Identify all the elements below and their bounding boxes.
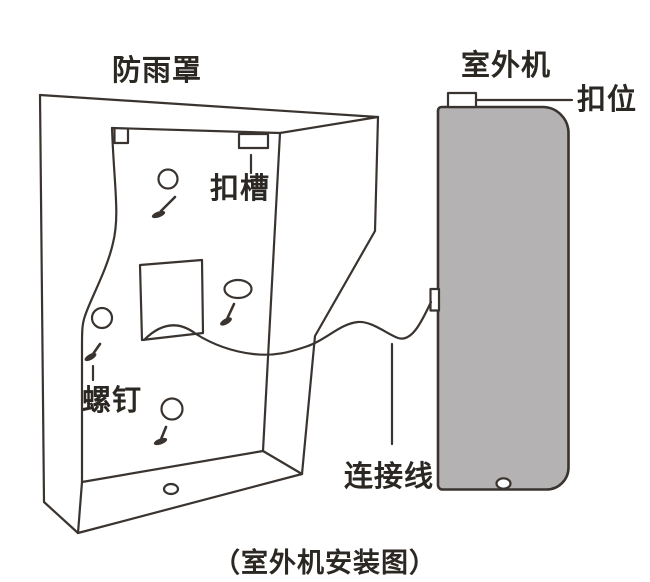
panel-left-curved-edge (76, 126, 118, 535)
buckle-slot (237, 132, 270, 150)
connection-wire-label: 连接线 (344, 459, 435, 493)
panel-corner-edge (261, 449, 304, 476)
screw-hole-oval (223, 278, 253, 300)
outdoor-unit-label: 室外机 (461, 48, 552, 82)
panel-top-edge (110, 126, 282, 135)
outdoor-unit-body (429, 91, 574, 491)
buckle-tab (446, 91, 478, 109)
panel-top-right-edge (278, 115, 380, 135)
corner-notch (113, 127, 130, 145)
screw-holes (90, 168, 253, 496)
wire-entry-tab (429, 287, 441, 312)
screw-icon (84, 342, 102, 362)
outdoor-unit-shape (436, 105, 570, 491)
cover-top-edge (38, 93, 380, 119)
screw-icon (220, 302, 236, 326)
buckle-slot-label: 扣槽 (210, 171, 271, 205)
wire-cutout (138, 258, 205, 342)
screw-label: 螺钉 (82, 383, 143, 417)
screw-icons (84, 195, 236, 446)
rain-cover-outline (38, 93, 380, 535)
diagram-caption: （室外机安装图） (213, 548, 437, 579)
screw-icon (153, 425, 168, 446)
panel-bottom-edge (80, 449, 265, 484)
screw-hole-bottom (160, 397, 184, 421)
panel-right-edge (261, 131, 282, 453)
connection-wire-line (142, 300, 433, 356)
screw-icon (151, 195, 177, 219)
cover-left-bottom-edges (38, 93, 304, 535)
screw-hole-top (157, 168, 179, 190)
buckle-label: 扣位 (577, 82, 638, 116)
screw-hole-left (90, 306, 114, 330)
cover-bottom-hole (162, 482, 180, 496)
unit-sound-hole (495, 477, 512, 490)
leader-lines (91, 153, 394, 446)
cover-right-edge (300, 115, 380, 476)
rain-cover-label: 防雨罩 (112, 53, 203, 87)
